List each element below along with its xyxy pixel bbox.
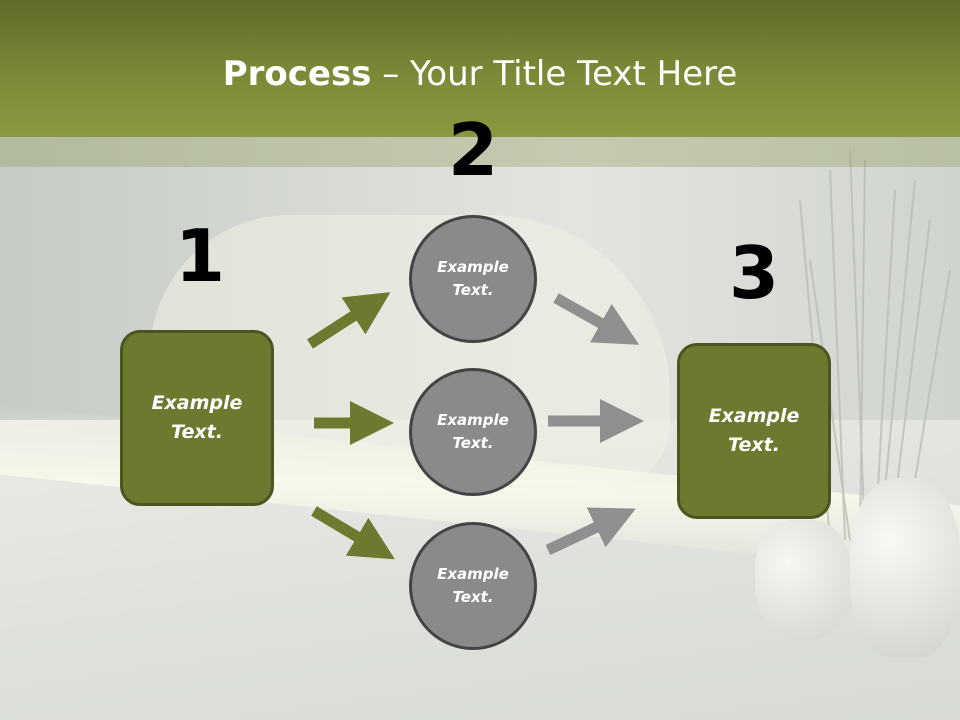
step-number-1: 1 xyxy=(174,214,226,298)
step-3-text: Example Text. xyxy=(694,402,814,460)
arrow-right-icon xyxy=(553,293,640,345)
background-grass xyxy=(799,149,951,540)
step-number-2: 2 xyxy=(447,108,499,192)
step-2-circle-middle[interactable]: Example Text. xyxy=(409,368,537,496)
step-number-3: 3 xyxy=(728,231,780,315)
step-1-box[interactable]: Example Text. xyxy=(120,330,274,506)
step-2-circle-bottom[interactable]: Example Text. xyxy=(409,522,537,650)
arrow-right-icon xyxy=(311,506,395,560)
circle-bottom-text: Example Text. xyxy=(428,563,518,609)
step-1-text: Example Text. xyxy=(137,389,257,447)
header-band xyxy=(0,137,960,167)
step-2-circle-top[interactable]: Example Text. xyxy=(409,215,537,343)
step-3-line1: Example xyxy=(708,405,800,427)
background-vase-small xyxy=(755,520,850,640)
step-3-line2: Text. xyxy=(728,434,780,456)
circle-middle-text: Example Text. xyxy=(428,409,518,455)
circle-middle-line2: Text. xyxy=(452,434,494,452)
circle-bottom-line1: Example xyxy=(437,565,509,583)
arrow-right-icon xyxy=(307,292,391,349)
slide-title[interactable]: Process – Your Title Text Here xyxy=(0,52,960,96)
step-3-box[interactable]: Example Text. xyxy=(677,343,831,519)
header-bar xyxy=(0,0,960,137)
step-1-line1: Example xyxy=(151,392,243,414)
title-bold: Process xyxy=(222,54,372,94)
title-rest: – Your Title Text Here xyxy=(371,54,738,94)
arrow-right-icon xyxy=(545,507,636,555)
circle-top-line1: Example xyxy=(437,258,509,276)
circle-top-line2: Text. xyxy=(452,281,494,299)
circle-top-text: Example Text. xyxy=(428,256,518,302)
circle-bottom-line2: Text. xyxy=(452,588,494,606)
background-vase-large xyxy=(850,478,960,658)
step-1-line2: Text. xyxy=(171,421,223,443)
circle-middle-line1: Example xyxy=(437,411,509,429)
